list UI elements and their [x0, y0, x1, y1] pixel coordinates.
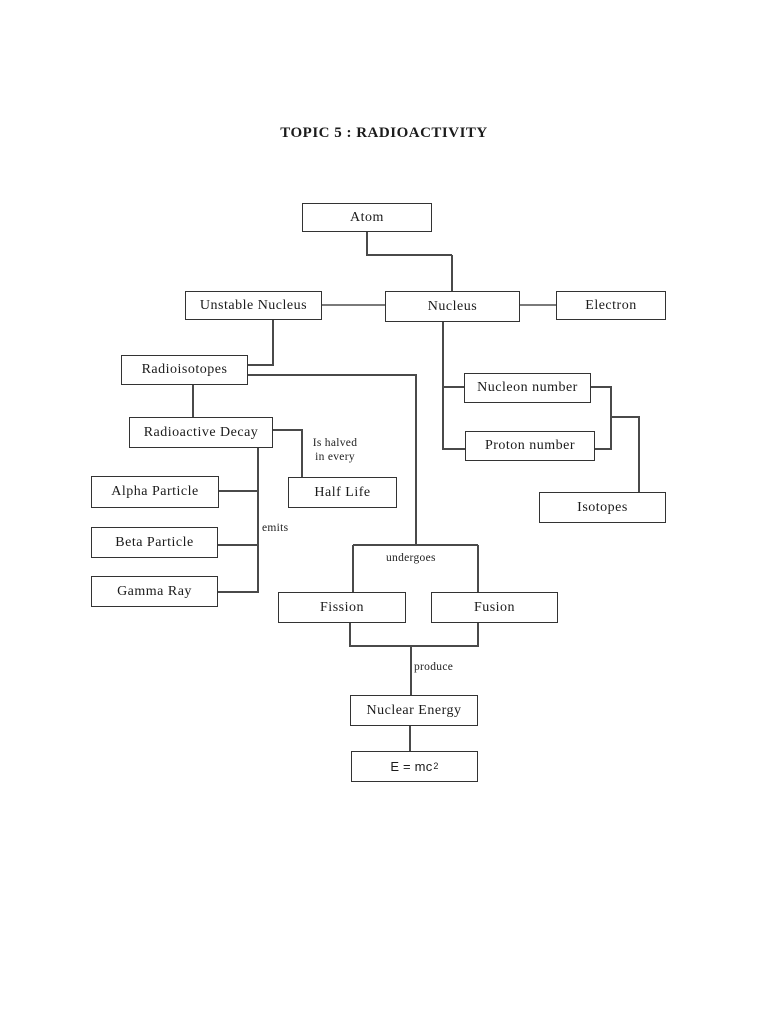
connector-line	[349, 623, 351, 647]
edge-label-produce: produce	[414, 660, 453, 674]
connector-line	[443, 448, 465, 450]
node-label: Nucleon number	[477, 380, 578, 395]
node-label: Radioactive Decay	[143, 424, 259, 440]
node-beta-particle: Beta Particle	[91, 527, 218, 558]
node-label: E = mc	[390, 759, 433, 774]
connector-line	[248, 364, 274, 366]
connector-line	[442, 320, 444, 450]
node-radioactive-decay: Radioactive Decay	[129, 417, 273, 448]
node-label: Nucleus	[427, 298, 478, 314]
node-label: Gamma Ray	[117, 583, 192, 599]
connector-line	[610, 387, 612, 450]
node-label: Half Life	[314, 484, 371, 500]
connector-line	[219, 490, 258, 492]
connector-line	[520, 303, 556, 307]
node-label: Nuclear Energy	[366, 702, 462, 718]
connector-line	[352, 545, 354, 593]
edge-label-line: Is halved	[312, 437, 358, 449]
connector-line	[350, 645, 478, 647]
connector-line	[218, 591, 258, 593]
connector-line	[218, 544, 258, 546]
connector-line	[272, 320, 274, 366]
connector-line	[257, 448, 259, 593]
node-label: Unstable Nucleus	[199, 297, 308, 313]
page-title: TOPIC 5 : RADIOACTIVITY	[280, 125, 488, 141]
node-label: Fission	[320, 599, 364, 615]
connector-line	[595, 448, 611, 450]
edge-label-emits: emits	[262, 521, 288, 535]
connector-line	[192, 385, 194, 418]
node-atom: Atom	[302, 203, 432, 232]
node-label: Electron	[585, 297, 637, 313]
connector-line	[410, 646, 412, 696]
edge-label-line: emits	[262, 522, 289, 534]
node-nucleus: Nucleus	[385, 291, 520, 322]
node-alpha-particle: Alpha Particle	[91, 476, 219, 508]
node-radioisotopes: Radioisotopes	[121, 355, 248, 385]
node-electron: Electron	[556, 291, 666, 320]
connector-line	[415, 375, 417, 546]
node-label: Radioisotopes	[141, 362, 228, 377]
node-nucleon-number: Nucleon number	[464, 373, 591, 403]
node-label: Isotopes	[577, 499, 628, 515]
connector-line	[248, 374, 417, 376]
node-half-life: Half Life	[288, 477, 397, 508]
node-label: Fusion	[473, 599, 516, 615]
connector-line	[591, 386, 612, 388]
connector-line	[273, 429, 303, 431]
connector-line	[366, 232, 368, 256]
edge-label-is-halved-in-every: Is halved in every	[306, 436, 364, 464]
node-gamma-ray: Gamma Ray	[91, 576, 218, 607]
connector-line	[451, 255, 453, 292]
connector-line	[611, 416, 640, 418]
node-fusion: Fusion	[431, 592, 558, 623]
connector-line	[301, 430, 303, 478]
node-isotopes: Isotopes	[539, 492, 666, 523]
edge-label-line: undergoes	[386, 552, 436, 564]
connector-line	[477, 545, 479, 593]
connector-line	[638, 417, 640, 493]
node-fission: Fission	[278, 592, 406, 623]
node-label: Proton number	[484, 438, 576, 453]
connector-line	[353, 544, 478, 546]
node-proton-number: Proton number	[465, 431, 595, 461]
node-label: Alpha Particle	[111, 484, 199, 499]
node-label: Atom	[350, 209, 384, 225]
node-label: Beta Particle	[115, 534, 194, 550]
connector-line	[367, 254, 452, 256]
edge-label-undergoes: undergoes	[386, 551, 436, 565]
connector-line	[477, 623, 479, 647]
edge-label-line: produce	[414, 661, 454, 673]
edge-label-line: in every	[315, 451, 355, 463]
connector-line	[443, 386, 464, 388]
node-unstable-nucleus: Unstable Nucleus	[185, 291, 322, 320]
connector-line	[409, 726, 411, 752]
connector-line	[322, 303, 385, 307]
node-nuclear-energy: Nuclear Energy	[350, 695, 478, 726]
